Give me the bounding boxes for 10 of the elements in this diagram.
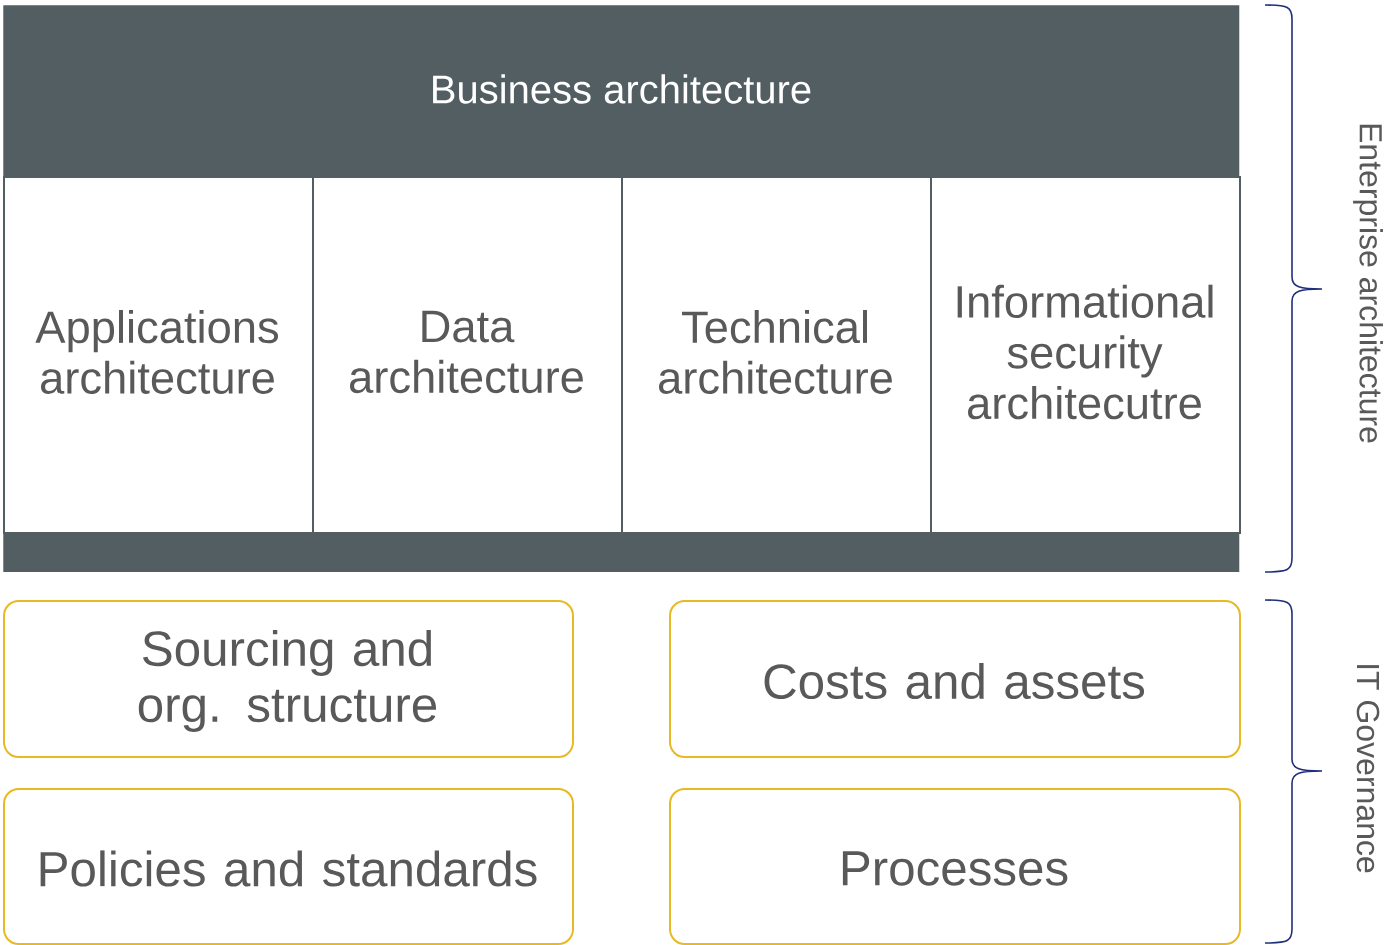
side-label: Enterprise architecture — [1353, 124, 1383, 443]
side-label: IT Governance — [1356, 665, 1380, 873]
governance-box: Costs and assets — [669, 600, 1241, 758]
architecture-cell: Informational security architecutre — [930, 176, 1241, 534]
architecture-cell: Technical architecture — [621, 176, 932, 534]
architecture-cell: Applications architecture — [3, 176, 314, 534]
architecture-cell: Data architecture — [312, 176, 623, 534]
governance-box: Processes — [669, 788, 1241, 945]
governance-box: Policies and standards — [3, 788, 574, 945]
governance-box: Sourcing and org. structure — [3, 600, 574, 758]
